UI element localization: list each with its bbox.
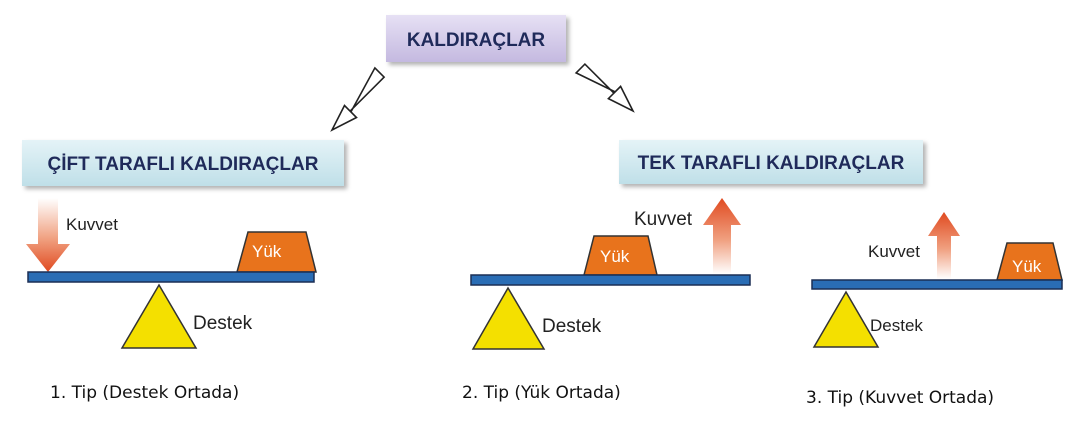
load-label: Yük (252, 242, 282, 261)
lever-type-3: Kuvvet Yük Destek 3. Tip (Kuvvet Ortada) (806, 212, 1063, 408)
lever-caption: 1. Tip (Destek Ortada) (50, 383, 239, 403)
lever-type-2: Yük Kuvvet Destek 2. Tip (Yük Ortada) (462, 198, 751, 403)
fulcrum-label: Destek (870, 316, 923, 335)
root-box (386, 15, 566, 62)
category-title: TEK TARAFLI KALDIRAÇLAR (638, 153, 905, 174)
load-label: Yük (600, 247, 630, 266)
lever-beam (470, 274, 751, 286)
force-arrow-up-icon (703, 198, 741, 274)
lever-caption: 3. Tip (Kuvvet Ortada) (806, 388, 994, 408)
category-title: ÇİFT TARAFLI KALDIRAÇLAR (48, 154, 319, 175)
root-title: KALDIRAÇLAR (407, 30, 546, 51)
fulcrum (812, 290, 880, 348)
hollow-arrow-right-icon (574, 62, 635, 113)
force-arrow-down-icon (26, 198, 70, 272)
fulcrum-label: Destek (542, 316, 602, 337)
fulcrum (120, 283, 198, 349)
force-label: Kuvvet (868, 242, 920, 261)
lever-beam (27, 271, 315, 283)
lever-caption: 2. Tip (Yük Ortada) (462, 383, 621, 403)
force-arrow-up-icon (928, 212, 960, 279)
category-single-sided: TEK TARAFLI KALDIRAÇLAR (619, 140, 923, 184)
lever-type-1: Kuvvet Yük Destek 1. Tip (Destek Ortada) (26, 198, 317, 403)
category-box (22, 140, 344, 186)
force-label: Kuvvet (634, 209, 693, 230)
load-label: Yük (1012, 257, 1042, 276)
root-node: KALDIRAÇLAR (386, 15, 566, 62)
category-box (619, 140, 923, 184)
force-label: Kuvvet (66, 215, 118, 234)
fulcrum-label: Destek (193, 313, 253, 334)
hollow-arrow-left-icon (330, 66, 386, 132)
lever-beam (811, 279, 1063, 290)
fulcrum (471, 286, 546, 350)
category-double-sided: ÇİFT TARAFLI KALDIRAÇLAR (22, 140, 344, 186)
